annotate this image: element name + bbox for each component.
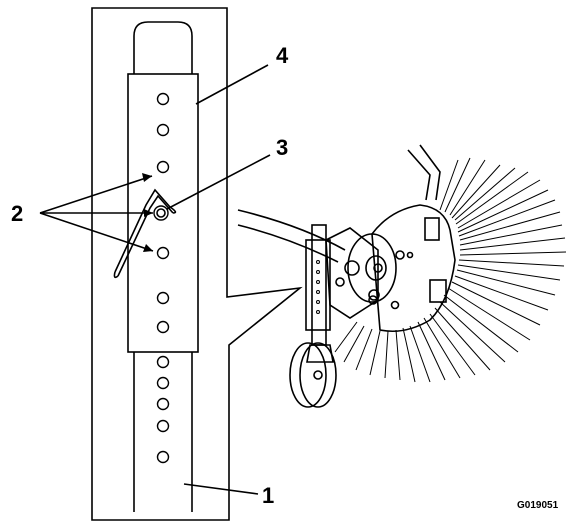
locking-pin bbox=[113, 188, 177, 279]
detail-frame bbox=[91, 7, 303, 521]
figure-id: G019051 bbox=[517, 500, 559, 511]
callout-2: 2 bbox=[11, 201, 23, 226]
callout-1: 1 bbox=[262, 483, 274, 508]
caster-assembly bbox=[237, 144, 567, 408]
leader-lines bbox=[39, 64, 271, 495]
callout-3: 3 bbox=[276, 135, 288, 160]
callout-4: 4 bbox=[276, 43, 289, 68]
bracket-holes bbox=[156, 92, 170, 334]
tube-holes bbox=[156, 355, 170, 464]
